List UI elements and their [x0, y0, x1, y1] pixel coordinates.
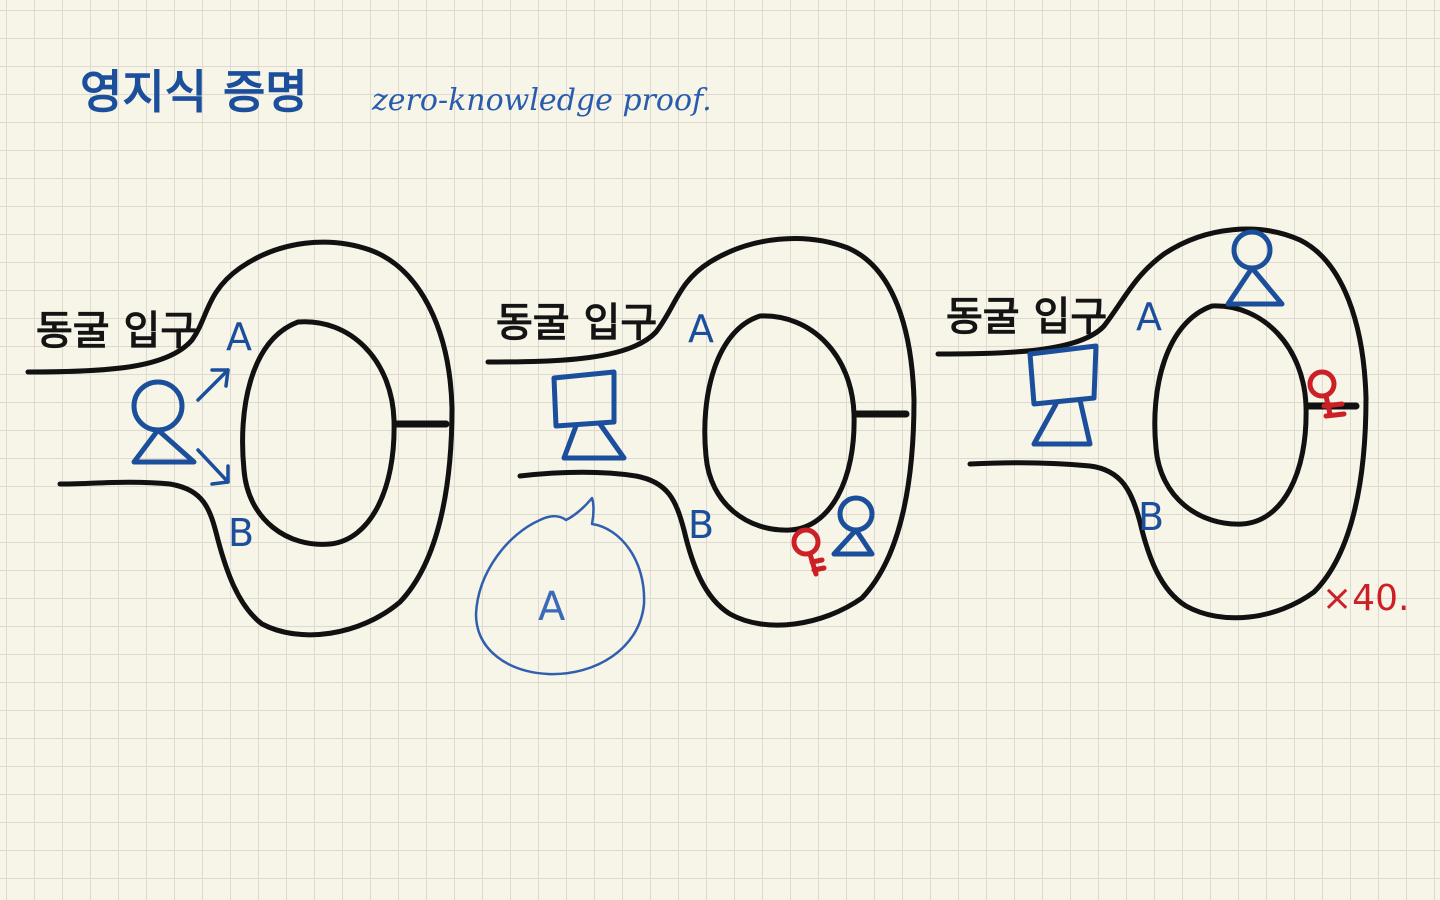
- path-a-label: A: [1136, 295, 1162, 339]
- key-icon: [791, 527, 827, 577]
- verifier-camera-person-icon: [551, 369, 627, 461]
- verifier-camera-person-icon: [1027, 343, 1099, 447]
- panel-3: 동굴 입구 A B ×40.: [935, 226, 1409, 621]
- arrow-down-icon: [196, 448, 230, 486]
- cave-outer-wall: [25, 239, 455, 638]
- path-b-label: B: [688, 503, 714, 547]
- repeat-count: ×40.: [1322, 578, 1409, 619]
- cave-entrance-label: 동굴 입구: [496, 300, 657, 346]
- panel-1: 동굴 입구 A B: [25, 239, 455, 638]
- prover-person-icon: [131, 379, 197, 465]
- speech-bubble-outline: [474, 496, 646, 676]
- arrow-up-icon: [196, 368, 230, 402]
- panel-2: 동굴 입구 A B A: [474, 236, 917, 676]
- page-subtitle: zero-knowledge proof.: [371, 83, 712, 118]
- cave-outer-wall: [935, 226, 1369, 621]
- prover-person-icon: [831, 495, 875, 557]
- cave-entrance-label: 동굴 입구: [36, 308, 197, 354]
- speech-bubble: A: [474, 496, 646, 676]
- page-title: 영지식 증명: [80, 65, 308, 119]
- path-a-label: A: [226, 315, 252, 359]
- path-b-label: B: [228, 511, 254, 555]
- key-icon: [1307, 369, 1347, 419]
- cave-entrance-label: 동굴 입구: [946, 294, 1107, 340]
- prover-person-icon: [1225, 229, 1285, 307]
- path-a-label: A: [688, 307, 714, 351]
- cave-inner-wall: [702, 313, 857, 533]
- speech-bubble-text: A: [538, 584, 566, 630]
- cave-inner-wall: [1152, 303, 1309, 527]
- path-b-label: B: [1138, 495, 1164, 539]
- cave-inner-wall: [240, 319, 397, 547]
- cave-outer-wall: [485, 236, 917, 628]
